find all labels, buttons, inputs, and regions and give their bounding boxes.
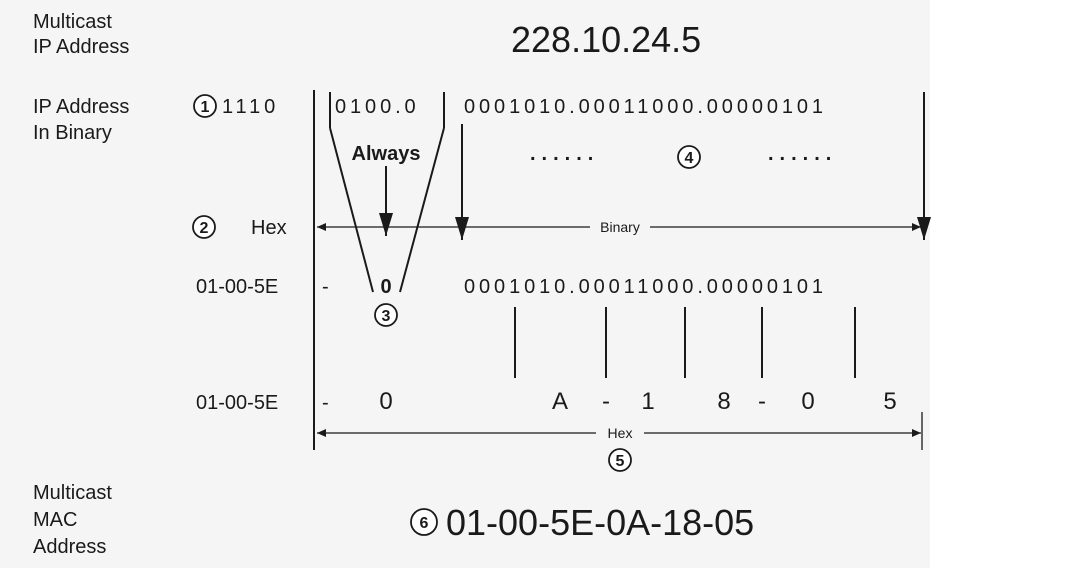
hex-span-label: Hex bbox=[608, 425, 633, 441]
callout-6-circle bbox=[410, 508, 438, 536]
binary-span-label: Binary bbox=[600, 219, 640, 235]
multicast-ip-label-line2: IP Address bbox=[33, 36, 129, 58]
binary-lower-23-bits: 0001010.00011000.00000101 bbox=[464, 96, 827, 118]
funnel-left-diagonal bbox=[329, 127, 374, 293]
hex-digit-a: A bbox=[552, 388, 568, 415]
callout-6-number: 6 bbox=[420, 515, 429, 532]
callout-3-circle bbox=[374, 303, 398, 327]
mapped-row-dash: - bbox=[322, 276, 329, 298]
callout-3-number: 3 bbox=[382, 308, 391, 325]
callout-5-number: 5 bbox=[616, 453, 625, 470]
hex-label: Hex bbox=[251, 217, 287, 239]
hex-digit-0: 0 bbox=[379, 388, 392, 415]
callout-1-number: 1 bbox=[201, 99, 210, 116]
mac-prefix-row2: 01-00-5E bbox=[196, 392, 278, 414]
hex-row-dash: - bbox=[322, 392, 329, 414]
dots-left: ...... bbox=[530, 143, 599, 165]
mapped-zero-bit: 0 bbox=[380, 276, 391, 298]
ip-binary-label-line2: In Binary bbox=[33, 122, 112, 144]
mapped-lower-23-bits: 0001010.00011000.00000101 bbox=[464, 276, 827, 298]
multicast-mac-label-line1: Multicast bbox=[33, 482, 112, 504]
hex-digit-1: 1 bbox=[641, 388, 654, 415]
hex-digit-8: 8 bbox=[717, 388, 730, 415]
multicast-ip-label-line1: Multicast bbox=[33, 11, 112, 33]
hex-digit-0b: 0 bbox=[801, 388, 814, 415]
multicast-mac-label-line2: MAC bbox=[33, 509, 77, 531]
mac-prefix-row1: 01-00-5E bbox=[196, 276, 278, 298]
hex-separator-2: - bbox=[758, 388, 766, 415]
binary-middle-bits: 0100.0 bbox=[335, 96, 420, 118]
hex-digit-5: 5 bbox=[883, 388, 896, 415]
callout-5-circle bbox=[608, 448, 632, 472]
always-label: Always bbox=[352, 143, 421, 165]
multicast-ip-address: 228.10.24.5 bbox=[511, 19, 701, 60]
dots-right: ...... bbox=[768, 143, 837, 165]
callout-1-circle bbox=[193, 94, 217, 118]
multicast-mac-label-line3: Address bbox=[33, 536, 106, 558]
ip-binary-label-line1: IP Address bbox=[33, 96, 129, 118]
funnel-right-diagonal bbox=[399, 127, 445, 293]
callout-4-circle bbox=[677, 145, 701, 169]
diagram-background bbox=[0, 0, 930, 568]
hex-separator-1: - bbox=[602, 388, 610, 415]
binary-first-nibble: 1110 bbox=[222, 96, 279, 118]
callout-2-circle bbox=[192, 215, 216, 239]
multicast-mac-address: 01-00-5E-0A-18-05 bbox=[446, 502, 754, 543]
callout-2-number: 2 bbox=[200, 220, 209, 237]
callout-4-number: 4 bbox=[685, 150, 694, 167]
